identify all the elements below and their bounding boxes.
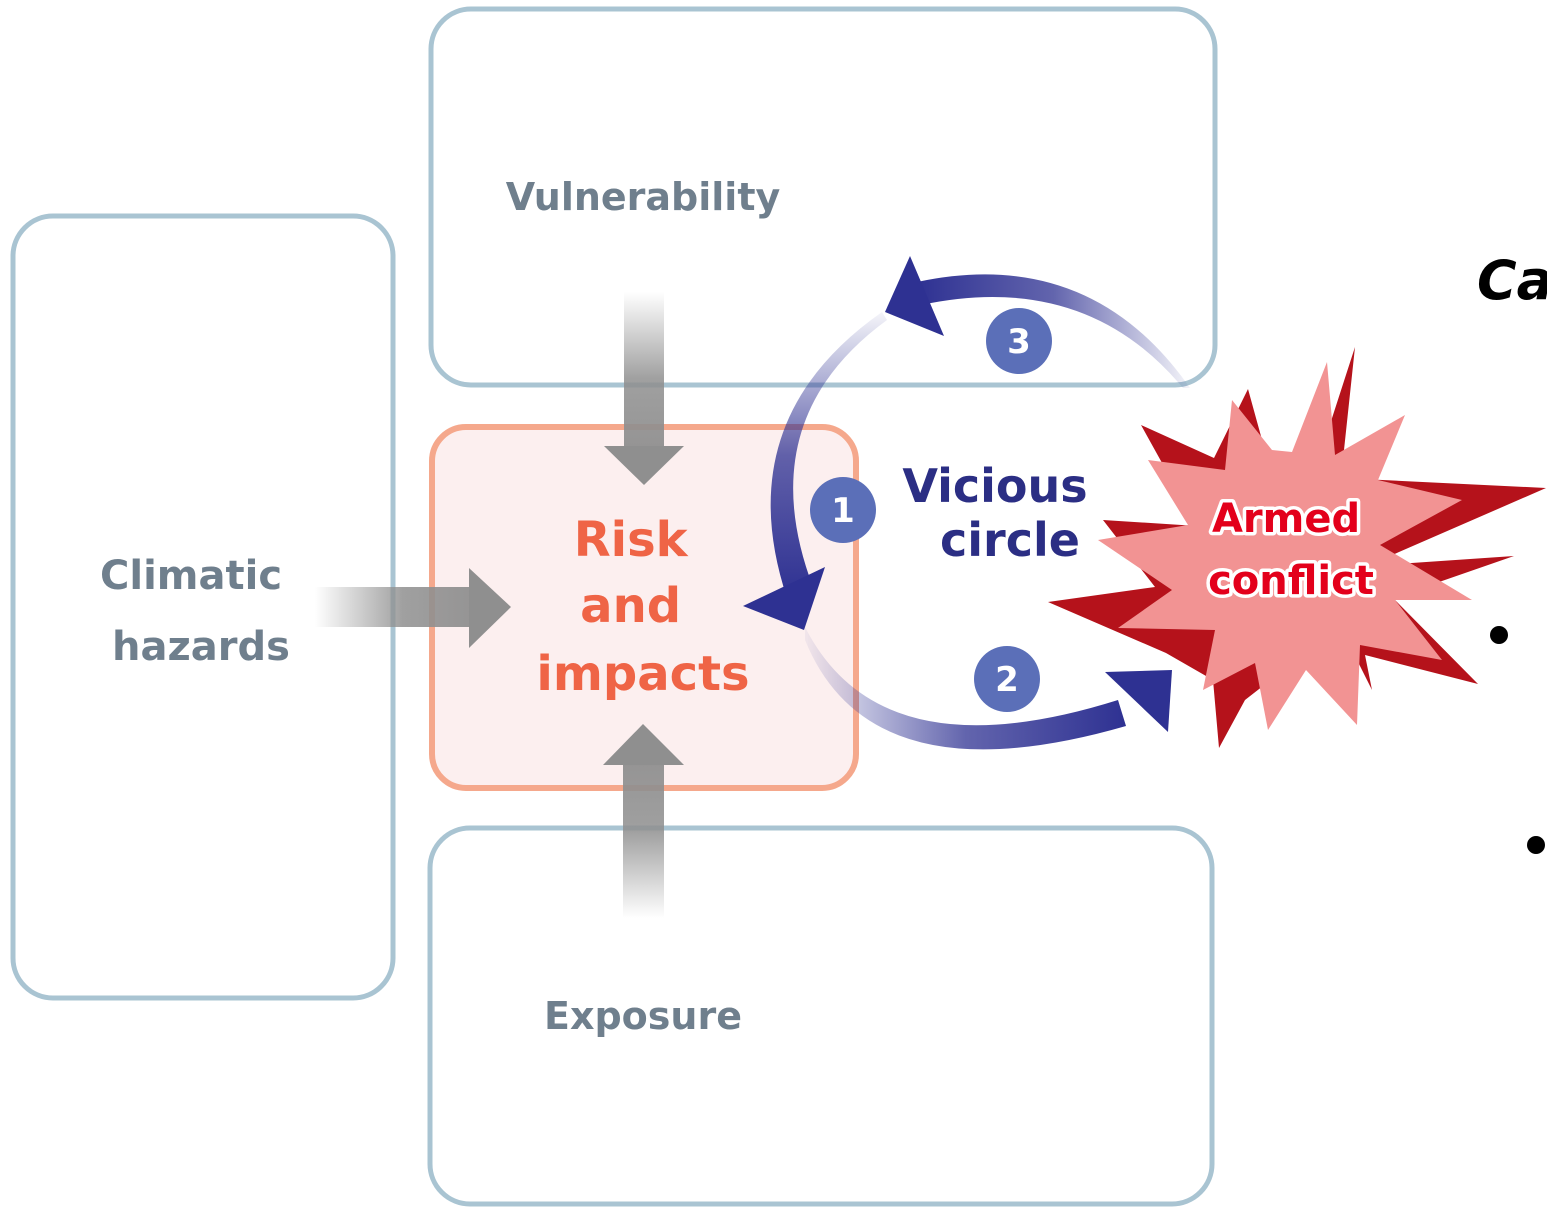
vicious-circle-label: Vicious circle	[902, 459, 1103, 567]
circle-arrow-1	[743, 312, 887, 630]
climatic-hazards-label: Climatic hazards	[100, 553, 296, 670]
svg-text:2: 2	[995, 660, 1019, 700]
bullet-point-2	[1527, 836, 1545, 854]
svg-text:3: 3	[1007, 322, 1031, 362]
exposure-label: Exposure	[544, 994, 742, 1038]
clipped-title: Ca	[1477, 249, 1547, 312]
circle-arrow-2	[805, 627, 1172, 750]
svg-text:1: 1	[831, 491, 855, 531]
vulnerability-label: Vulnerability	[506, 175, 781, 219]
risk-and-impacts-label: Risk and impacts	[536, 512, 749, 702]
arrow-from-climatic-hazards	[315, 568, 511, 648]
arrow-from-exposure	[603, 724, 684, 918]
step-badge-3: 3	[986, 308, 1052, 374]
starburst-front	[1098, 362, 1472, 730]
bullet-point-1	[1490, 626, 1508, 644]
step-badge-1: 1	[810, 477, 876, 543]
armed-conflict-starburst: Armed conflict	[1048, 347, 1546, 748]
circle-arrow-3	[885, 256, 1190, 388]
step-badge-2: 2	[974, 646, 1040, 712]
arrow-from-vulnerability	[604, 292, 684, 485]
armed-conflict-label: Armed conflict	[1208, 496, 1374, 604]
exposure-box	[427, 825, 1215, 1207]
